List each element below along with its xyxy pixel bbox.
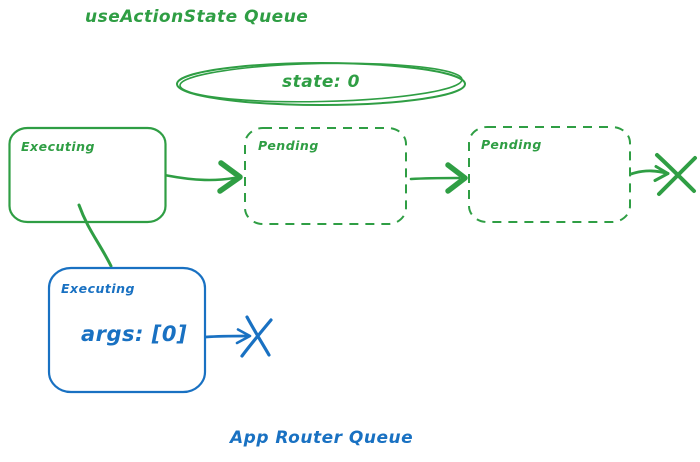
- green-x-mark-icon: [655, 153, 697, 196]
- arrow-executing-to-pending1: [165, 160, 243, 194]
- arrow-pending2-to-x: [629, 165, 670, 182]
- executing-box-blue: [47, 266, 207, 394]
- executing-blue-label: Executing: [61, 281, 135, 296]
- bottom-queue-title: App Router Queue: [230, 428, 414, 448]
- pending2-label: Pending: [481, 137, 542, 152]
- state-ellipse: [176, 62, 466, 106]
- pending-box-1: [244, 127, 407, 225]
- state-bubble-label: state: 0: [282, 72, 360, 92]
- executing-green-label: Executing: [21, 139, 95, 154]
- arrow-pending1-to-pending2: [409, 162, 468, 194]
- arrow-blue-to-x: [204, 328, 252, 345]
- blue-x-mark-icon: [240, 315, 273, 358]
- top-queue-title: useActionState Queue: [85, 7, 309, 27]
- pending1-label: Pending: [258, 138, 319, 153]
- args-value-label: args: [0]: [81, 322, 188, 346]
- connector-green-to-blue: [77, 203, 113, 268]
